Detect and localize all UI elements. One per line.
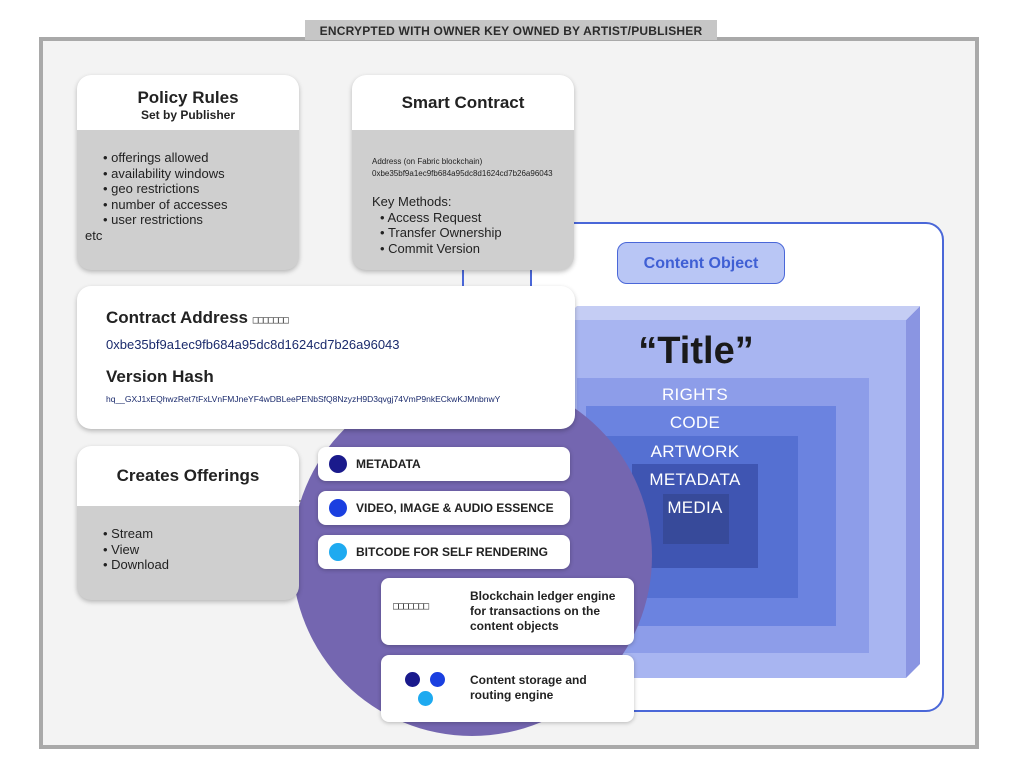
blockchain-glyphs: □□□□□□□ <box>393 601 429 612</box>
content-title: “Title” <box>638 330 754 372</box>
list-item: • availability windows <box>103 165 225 181</box>
version-hash-text: hq__GXJ1xEQhwzRet7tFxLVnFMJneYF4wDBLeePE… <box>106 394 501 404</box>
metadata-dot-icon <box>329 455 347 473</box>
list-item: • Download <box>103 557 169 572</box>
layer-media <box>663 494 729 544</box>
list-item: • number of accesses <box>103 196 228 212</box>
blockchain-engine-card: □□□□□□□ Blockchain ledger engine for tra… <box>381 578 634 645</box>
cube-side <box>906 306 920 678</box>
storage-dot-icon <box>430 672 445 687</box>
creates-offerings-title: Creates Offerings <box>116 466 260 485</box>
list-item: • View <box>103 541 140 557</box>
blockchain-engine-text: Blockchain ledger engine for transaction… <box>470 589 616 633</box>
layer-label-code: CODE <box>669 413 721 432</box>
policy-rules-list: • offerings allowed • availability windo… <box>77 130 299 243</box>
policy-rules-card: Policy Rules Set by Publisher • offering… <box>77 75 299 270</box>
offerings-list: • Stream • View • Download <box>77 506 299 573</box>
storage-engine-text: Content storage and routing engine <box>470 673 587 702</box>
contract-address-value: 0xbe35bf9a1ec9fb684a95dc8d1624cd7b26a960… <box>372 169 553 178</box>
policy-rules-title: Policy Rules <box>137 88 239 107</box>
contract-address-title: Contract Address <box>106 308 249 327</box>
storage-dot-icon <box>405 672 420 687</box>
smart-contract-title: Smart Contract <box>401 93 525 112</box>
list-item: etc <box>85 227 103 243</box>
essence-item-bitcode: BITCODE FOR SELF RENDERING <box>318 535 570 569</box>
cube-top <box>563 306 920 320</box>
contract-address-card: Contract Address □□□□□□□ 0xbe35bf9a1ec9f… <box>77 286 575 429</box>
creates-offerings-card: Creates Offerings • Stream • View • Down… <box>77 446 299 600</box>
list-item: • user restrictions <box>103 212 203 227</box>
layer-label-media: MEDIA <box>667 498 723 517</box>
essence-item-media: VIDEO, IMAGE & AUDIO ESSENCE <box>318 491 570 525</box>
media-dot-icon <box>329 499 347 517</box>
list-item: • geo restrictions <box>103 181 200 196</box>
essence-item-metadata: METADATA <box>318 447 570 481</box>
list-item: • Access Request <box>380 209 482 225</box>
key-methods-label: Key Methods: <box>372 194 452 209</box>
list-item: • Transfer Ownership <box>380 225 502 240</box>
contract-address-label: Address (on Fabric blockchain) <box>372 157 483 166</box>
smart-contract-card: Smart Contract Address (on Fabric blockc… <box>352 75 574 270</box>
list-item: • Commit Version <box>380 240 480 256</box>
layer-label-metadata: METADATA <box>649 470 741 489</box>
connector-line <box>462 268 464 288</box>
encryption-banner: ENCRYPTED WITH OWNER KEY OWNED BY ARTIST… <box>305 20 717 40</box>
content-object-label: Content Object <box>617 242 785 284</box>
contract-address-text: 0xbe35bf9a1ec9fb684a95dc8d1624cd7b26a960… <box>106 337 400 352</box>
layer-label-rights: RIGHTS <box>661 385 729 404</box>
policy-rules-subtitle: Set by Publisher <box>140 108 236 122</box>
list-item: • offerings allowed <box>103 150 209 165</box>
storage-dot-icon <box>418 691 433 706</box>
bitcode-dot-icon <box>329 543 347 561</box>
layer-label-artwork: ARTWORK <box>650 442 740 461</box>
ethereum-glyphs: □□□□□□□ <box>252 315 289 326</box>
list-item: • Stream <box>103 526 154 541</box>
storage-engine-card: Content storage and routing engine <box>381 655 634 722</box>
version-hash-title: Version Hash <box>106 367 214 386</box>
